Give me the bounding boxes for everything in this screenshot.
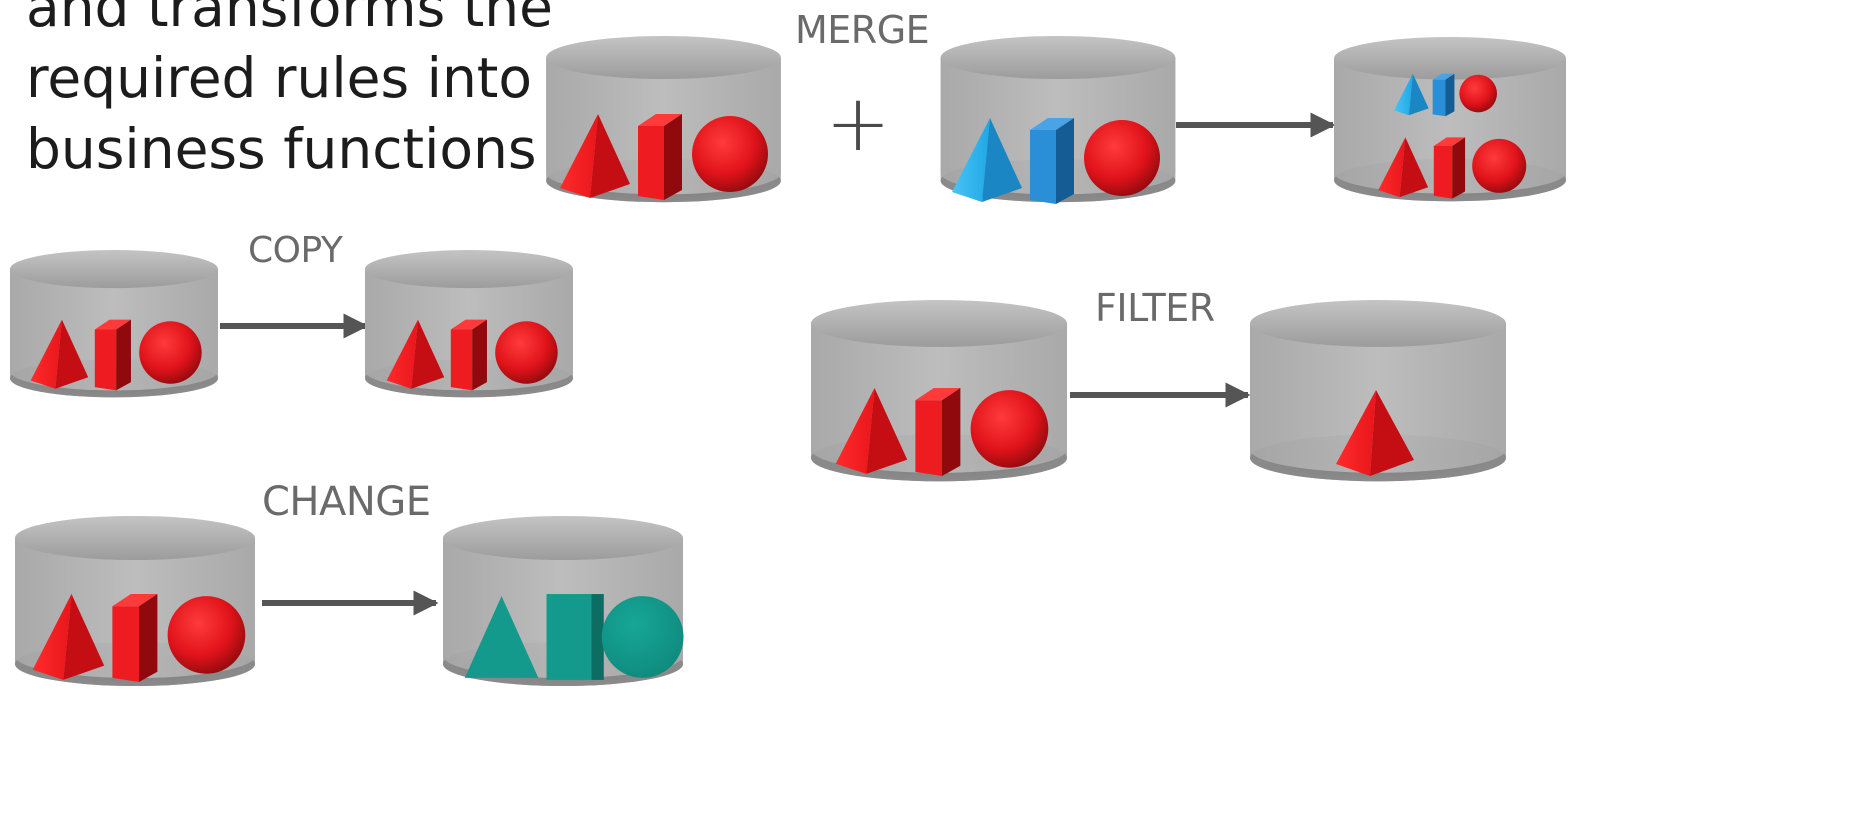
copy-result-cylinder: [365, 250, 573, 398]
merge-result-cylinder: [1334, 37, 1566, 202]
intro-line-2: required rules into: [26, 46, 533, 110]
change-operation: CHANGE: [15, 479, 684, 686]
change-source-cylinder: [15, 516, 255, 686]
merge-source-b-cylinder: [940, 36, 1176, 204]
intro-line-1: and transforms the: [26, 0, 553, 39]
copy-source-cylinder: [10, 250, 218, 398]
merge-operation: MERGE +: [546, 8, 1566, 204]
filter-operation: FILTER: [811, 286, 1506, 482]
copy-operation: COPY: [10, 230, 573, 398]
change-result-shapes: [464, 594, 684, 680]
intro-line-3: business functions: [26, 117, 537, 181]
copy-label: COPY: [248, 230, 344, 271]
filter-source-cylinder: [811, 300, 1067, 482]
filter-label: FILTER: [1095, 286, 1215, 330]
filter-result-cylinder: [1250, 300, 1506, 482]
change-label: CHANGE: [262, 479, 431, 525]
intro-text: and transforms the required rules into b…: [26, 0, 553, 185]
merge-plus-operator: +: [825, 79, 890, 169]
merge-label: MERGE: [795, 8, 929, 52]
change-result-cylinder: [443, 516, 684, 686]
merge-source-a-cylinder: [546, 36, 781, 203]
